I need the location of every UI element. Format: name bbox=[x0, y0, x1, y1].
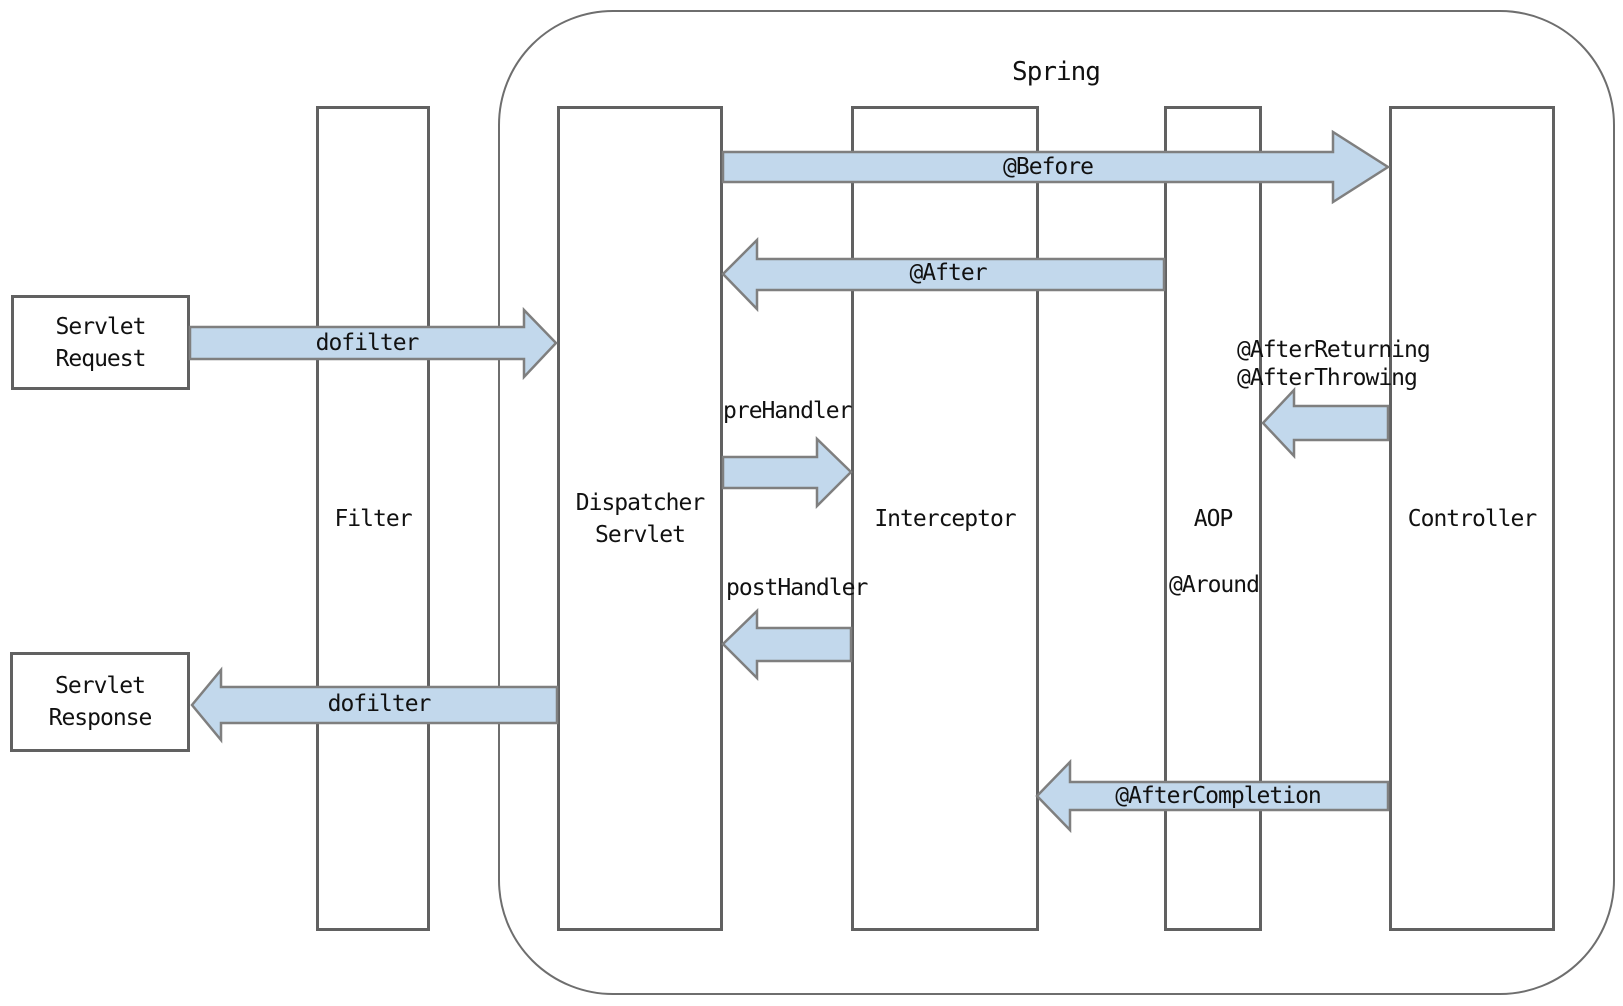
lane-dispatcher-label-line2: Servlet bbox=[595, 521, 686, 548]
spring-container-label: Spring bbox=[1012, 57, 1101, 87]
servlet-request-label-line2: Request bbox=[55, 345, 147, 372]
lane-interceptor: Interceptor bbox=[851, 106, 1039, 931]
lane-controller: Controller bbox=[1389, 106, 1555, 931]
servlet-response-box: Servlet Response bbox=[10, 652, 190, 752]
servlet-request-box: Servlet Request bbox=[11, 295, 190, 390]
lane-controller-label: Controller bbox=[1407, 505, 1537, 532]
prehandler-annotation: preHandler bbox=[723, 398, 852, 424]
servlet-response-label-line1: Servlet bbox=[55, 673, 146, 699]
after-returning-annotation: @AfterReturning bbox=[1237, 337, 1431, 363]
lane-interceptor-label: Interceptor bbox=[874, 505, 1016, 532]
posthandler-annotation: postHandler bbox=[726, 575, 868, 601]
before-arrow-label: @Before bbox=[1003, 154, 1094, 180]
around-annotation: @Around bbox=[1169, 572, 1260, 598]
lane-dispatcher-label-line1: Dispatcher bbox=[575, 489, 705, 516]
lane-filter: Filter bbox=[316, 106, 430, 931]
servlet-response-label-line2: Response bbox=[48, 705, 153, 731]
lane-aop-label: AOP bbox=[1193, 505, 1234, 532]
after-arrow-label: @After bbox=[909, 260, 987, 286]
servlet-request-label-line1: Servlet bbox=[55, 313, 147, 340]
dofilter-response-arrow-label: dofilter bbox=[327, 691, 432, 717]
dofilter-request-arrow-label: dofilter bbox=[315, 330, 420, 356]
after-completion-arrow-label: @AfterCompletion bbox=[1115, 783, 1322, 809]
spring-container-frame bbox=[498, 10, 1615, 995]
after-throwing-annotation: @AfterThrowing bbox=[1237, 365, 1418, 391]
lane-dispatcher-servlet: Dispatcher Servlet bbox=[557, 106, 723, 931]
lane-filter-label: Filter bbox=[334, 505, 412, 532]
